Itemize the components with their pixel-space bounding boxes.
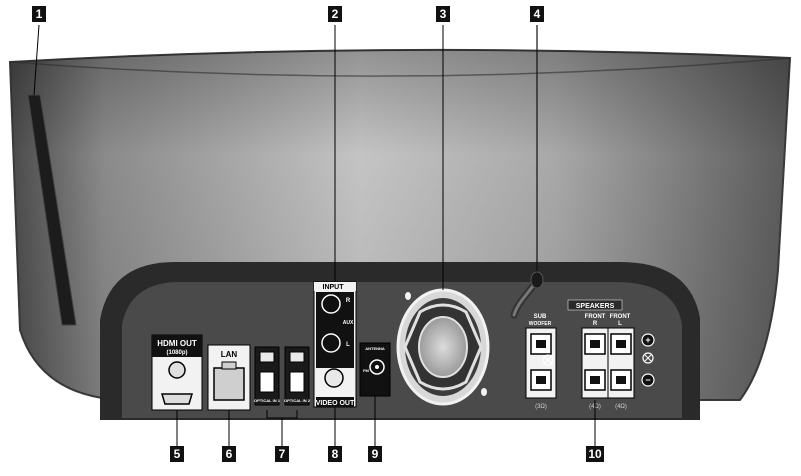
impedance-sub: (3Ω) — [535, 404, 547, 410]
video-out-jack — [324, 368, 344, 388]
callout-number: 3 — [440, 7, 447, 21]
aux-video-block: INPUT R AUX L VIDEO OUT — [313, 281, 357, 408]
speaker-terminals-block: SPEAKERS SUB WOOFER FRONT R FRONT L — [525, 299, 655, 410]
optical-1-port — [259, 371, 275, 393]
callout-number: 8 — [332, 447, 339, 461]
callout-number: 5 — [174, 447, 181, 461]
callout-number: 9 — [372, 447, 379, 461]
input-label: INPUT — [323, 284, 345, 291]
leader-lines — [33, 24, 596, 446]
hdmi-subtitle: (1080p) — [166, 350, 187, 356]
aux-label: AUX — [343, 320, 354, 326]
cooling-fan — [396, 288, 490, 406]
screw-icon-right — [642, 352, 654, 364]
plus-label: + — [645, 335, 650, 345]
callout-number: 10 — [588, 447, 602, 461]
screw-icon-left — [542, 354, 554, 366]
power-cord — [510, 25, 544, 319]
optical-2-cap — [289, 351, 305, 363]
front-r-terminals — [584, 333, 606, 391]
aux-r-jack — [321, 294, 341, 314]
hdmi-title: HDMI OUT — [157, 339, 197, 348]
hdmi-out-block: HDMI OUT (1080p) — [151, 334, 203, 411]
optical-1-cap — [259, 351, 275, 363]
callout-aux-input: 2 — [328, 6, 342, 22]
callout-number: 6 — [226, 447, 233, 461]
fm-label: FM — [363, 368, 369, 373]
sub-woofer-terminals — [530, 333, 552, 391]
sub-woofer-label-2: WOOFER — [529, 321, 552, 327]
callout-hdmi-out: 5 — [170, 446, 184, 462]
antenna-block: ANTENNA FM — [359, 342, 391, 397]
sub-woofer-label-1: SUB — [534, 314, 547, 320]
plus-icon — [641, 333, 655, 347]
optical-inputs-block: OPTICAL IN 1 OPTICAL IN 2 — [254, 346, 311, 419]
callout-layer: 1 2 3 4 5 6 7 8 9 10 — [32, 6, 604, 462]
callout-disc-slot: 1 — [32, 6, 46, 22]
optical-2-port — [289, 371, 305, 393]
optical-1-label: OPTICAL IN 1 — [254, 398, 281, 403]
aux-l-label: L — [346, 342, 350, 348]
callout-antenna: 9 — [368, 446, 382, 462]
front-l-label-2: L — [618, 321, 622, 327]
front-l-terminals — [610, 333, 632, 391]
aux-r-label: R — [346, 298, 351, 304]
optical-2-label: OPTICAL IN 2 — [284, 398, 311, 403]
minus-label: − — [645, 375, 650, 385]
aux-l-jack — [321, 333, 341, 353]
impedance-front-l: (4Ω) — [615, 404, 627, 410]
video-out-label: VIDEO OUT — [316, 400, 355, 407]
minus-icon — [641, 373, 655, 387]
callout-cooling-fan: 3 — [436, 6, 450, 22]
hdmi-screw-hole — [168, 361, 186, 379]
antenna-label: ANTENNA — [365, 346, 385, 351]
callout-power-cord: 4 — [530, 6, 544, 22]
front-r-label-1: FRONT — [585, 314, 606, 320]
speakers-label: SPEAKERS — [576, 303, 615, 310]
front-r-label-2: R — [593, 321, 598, 327]
front-l-label-1: FRONT — [610, 314, 631, 320]
hdmi-port — [160, 393, 194, 405]
lan-label: LAN — [221, 350, 238, 359]
callout-video-out: 8 — [328, 446, 342, 462]
callout-number: 7 — [279, 447, 286, 461]
callout-number: 2 — [332, 7, 339, 21]
callout-optical-inputs: 7 — [275, 446, 289, 462]
callout-speaker-terminals: 10 — [586, 446, 604, 462]
callout-number: 4 — [534, 7, 541, 21]
callout-number: 1 — [36, 7, 43, 21]
disc-slot — [27, 94, 77, 326]
lan-port — [213, 367, 245, 401]
lan-block: LAN — [207, 344, 251, 411]
callout-lan-port: 6 — [222, 446, 236, 462]
